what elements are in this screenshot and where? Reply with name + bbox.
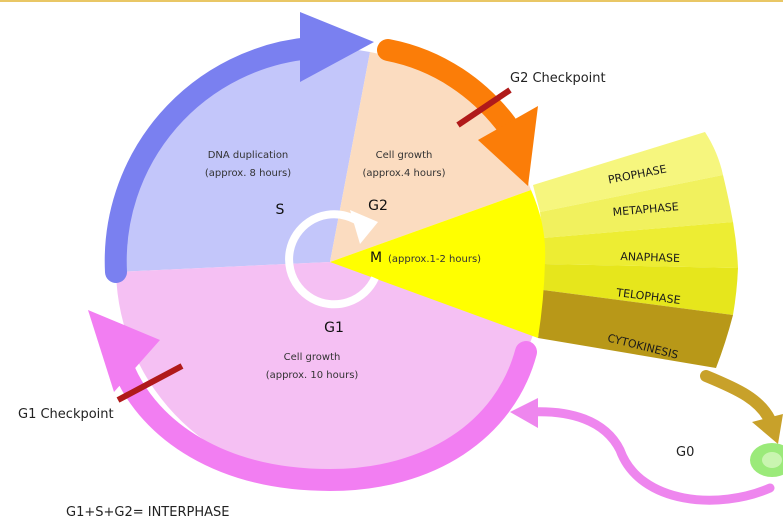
g0-arrowhead — [510, 398, 538, 428]
s-duration-label: (approx. 8 hours) — [205, 168, 291, 179]
g2-letter: G2 — [368, 198, 388, 214]
anaphase-label: ANAPHASE — [620, 250, 680, 265]
g0-cell-nucleus — [762, 452, 782, 468]
g1-phase-sector — [116, 262, 545, 482]
g1-phase-arrowhead — [88, 310, 160, 392]
interphase-formula: G1+S+G2= INTERPHASE — [66, 505, 229, 520]
exit-arrow — [700, 370, 776, 426]
g1-checkpoint-marker — [116, 363, 184, 403]
g1-duration-label: (approx. 10 hours) — [266, 370, 359, 381]
anaphase-band — [543, 222, 738, 268]
g2-checkpoint-label: G2 Checkpoint — [510, 71, 606, 86]
metaphase-band — [540, 175, 733, 238]
g1-letter: G1 — [324, 320, 344, 336]
g2-duration-label: (approx.4 hours) — [362, 168, 445, 179]
center-cycle-arrowhead — [350, 210, 378, 244]
exit-arrowhead — [752, 414, 783, 444]
s-phase-sector — [115, 48, 371, 273]
s-phase-arrowhead — [300, 12, 374, 82]
g2-phase-sector — [330, 52, 531, 262]
g1-checkpoint-label: G1 Checkpoint — [18, 407, 114, 422]
g1-phase-arrow — [113, 341, 537, 492]
metaphase-label: METAPHASE — [612, 200, 679, 219]
g0-label: G0 — [676, 445, 694, 460]
m-letter: M — [370, 250, 382, 266]
g2-checkpoint-marker — [456, 87, 512, 128]
center-cycle-arrow — [285, 210, 379, 309]
g2-phase-arrowhead — [478, 106, 538, 186]
telophase-band — [543, 264, 738, 315]
g0-arrow — [525, 407, 775, 505]
s-phase-arrow — [104, 37, 321, 283]
top-border — [0, 0, 783, 2]
s-activity-label: DNA duplication — [208, 150, 289, 161]
prophase-band — [533, 132, 723, 212]
m-duration-label: (approx.1-2 hours) — [388, 254, 481, 265]
g1-activity-label: Cell growth — [284, 352, 341, 363]
m-phase-sector — [330, 190, 546, 338]
g2-phase-arrow — [377, 39, 517, 135]
s-letter: S — [276, 202, 285, 218]
g2-activity-label: Cell growth — [376, 150, 433, 161]
cytokinesis-band — [538, 290, 733, 368]
